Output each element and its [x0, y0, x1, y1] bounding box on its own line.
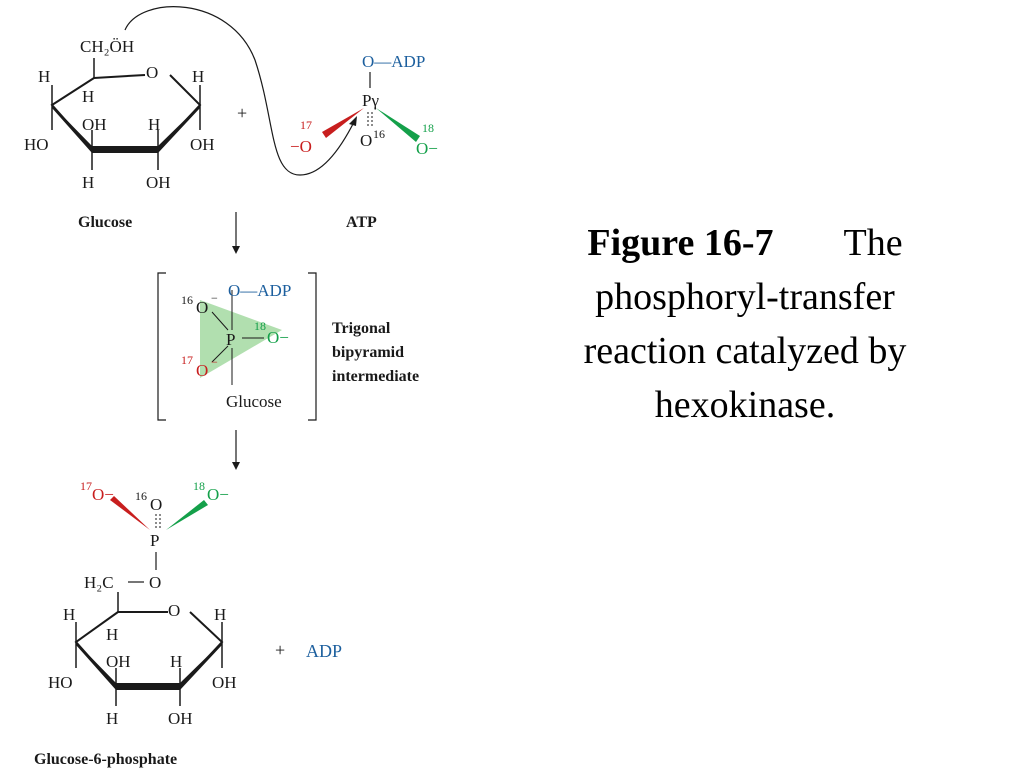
atom-oh3: OH — [82, 115, 107, 134]
bracket-left — [157, 272, 166, 421]
attack-arrowhead — [349, 116, 357, 126]
atom-h3: H — [82, 173, 94, 192]
ring-bond-top — [93, 74, 146, 79]
atp-structure: O—ADP Pγ O 16 17 −O 18 O− ATP — [290, 52, 438, 231]
figure-caption-text: The phosphoryl-transfer reaction catalyz… — [583, 222, 907, 426]
int-iso16: 16 — [181, 293, 193, 307]
label-intermediate-2: bipyramid — [332, 344, 404, 361]
int-o16: O — [196, 298, 208, 317]
g6p-ring — [74, 611, 224, 688]
g6p-structure: 17 O− 16 O 18 O− P H₂C O O H H H OH H HO — [34, 479, 237, 768]
g6p-oh1: OH — [212, 673, 237, 692]
glucose-structure: CH₂ÖH O H H H OH H HO OH H OH Glucose — [24, 37, 215, 231]
g6p-iso18: 18 — [193, 479, 205, 493]
bond-eq-1 — [211, 311, 229, 331]
plus-sign-top: + — [237, 103, 247, 123]
atom-ring-o: O — [146, 63, 158, 82]
label-glucose: Glucose — [78, 214, 132, 231]
wedge-o18 — [376, 108, 420, 142]
label-atp: ATP — [346, 214, 377, 231]
g6p-h4: H — [106, 625, 118, 644]
atp-o17: −O — [290, 137, 312, 156]
g6p-ho4: HO — [48, 673, 73, 692]
figure-number: Figure 16-7 — [587, 222, 774, 264]
atom-h4: H — [82, 87, 94, 106]
g6p-oh3: OH — [106, 652, 131, 671]
atp-o-adp: O—ADP — [362, 52, 425, 71]
atp-iso16: 16 — [373, 127, 385, 141]
wedge-o17 — [322, 108, 364, 138]
g6p-o16: O — [150, 495, 162, 514]
plus-sign-bottom: + — [275, 640, 285, 660]
int-glucose: Glucose — [226, 392, 282, 411]
reaction-arrowhead-1 — [232, 246, 240, 254]
atp-iso18: 18 — [422, 121, 434, 135]
atp-o18: O− — [416, 139, 438, 158]
g6p-p: P — [150, 531, 159, 550]
intermediate-structure: O—ADP 16 O − P 18 O− 17 O − Glucose Trig… — [157, 272, 419, 421]
int-iso18: 18 — [254, 319, 266, 333]
g6p-h1: H — [214, 605, 226, 624]
bracket-right — [308, 272, 317, 421]
g6p-wedge-o18 — [166, 500, 208, 530]
int-o17: O — [196, 361, 208, 380]
g6p-ring-front-bold — [76, 642, 222, 690]
g6p-ester-o: O — [149, 573, 161, 592]
int-o-adp: O—ADP — [228, 281, 291, 300]
int-minus-16: − — [211, 291, 218, 305]
atom-h5: H — [38, 67, 50, 86]
atom-h2: H — [148, 115, 160, 134]
bond-eq-2 — [211, 345, 229, 363]
g6p-h5: H — [63, 605, 75, 624]
atom-oh2: OH — [146, 173, 171, 192]
reaction-arrowhead-2 — [232, 462, 240, 470]
g6p-ring-o: O — [168, 601, 180, 620]
atom-ch2oh: CH₂ÖH — [80, 37, 134, 56]
reaction-scheme: CH₂ÖH O H H H OH H HO OH H OH Glucose + … — [24, 6, 438, 768]
product-adp: ADP — [306, 641, 342, 661]
g6p-iso16: 16 — [135, 489, 147, 503]
int-minus-17: − — [211, 355, 218, 369]
atp-p-gamma: Pγ — [362, 91, 379, 110]
atom-h1: H — [192, 67, 204, 86]
atom-oh1: OH — [190, 135, 215, 154]
int-p: P — [226, 330, 235, 349]
int-iso17: 17 — [181, 353, 193, 367]
g6p-o17: O− — [92, 485, 114, 504]
g6p-wedge-o17 — [110, 496, 150, 530]
atp-iso17: 17 — [300, 118, 312, 132]
g6p-h2c: H₂C — [84, 573, 114, 592]
label-intermediate-1: Trigonal — [332, 320, 391, 337]
ring-front-bold — [52, 105, 200, 153]
atom-ho4: HO — [24, 135, 49, 154]
trigonal-plane — [200, 300, 282, 378]
g6p-h3: H — [106, 709, 118, 728]
g6p-iso17: 17 — [80, 479, 92, 493]
atp-o16: O — [360, 131, 372, 150]
g6p-oh2: OH — [168, 709, 193, 728]
g6p-h2: H — [170, 652, 182, 671]
g6p-o18: O− — [207, 485, 229, 504]
label-product: Glucose-6-phosphate — [34, 751, 177, 768]
glucose-ring — [50, 74, 202, 151]
label-intermediate-3: intermediate — [332, 368, 419, 385]
attack-arrow — [124, 6, 356, 176]
int-o18: O− — [267, 328, 289, 347]
